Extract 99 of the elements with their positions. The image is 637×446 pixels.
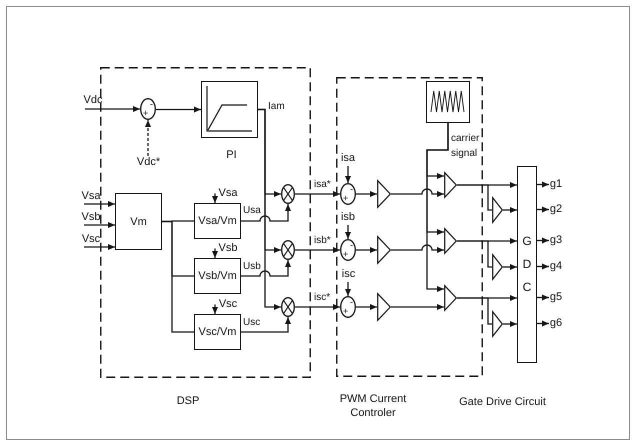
arrow [537, 206, 549, 212]
signal-label: g4 [549, 260, 563, 273]
sign-label: + [343, 250, 348, 259]
signal-label: Vdc* [136, 156, 161, 169]
signal-label: isb [340, 211, 356, 224]
connector-line [162, 220, 194, 333]
arrow [503, 207, 517, 213]
arrow [212, 194, 218, 203]
block-label: PI [225, 148, 238, 162]
carrier-generator-block [426, 81, 470, 123]
signal-label: Vsc [80, 233, 102, 246]
connector-line [457, 297, 492, 325]
arrow [503, 264, 517, 270]
sign-label: + [343, 307, 348, 316]
signal-label: isc [340, 268, 357, 281]
signal-label: g2 [549, 203, 563, 216]
edge-label: Usb [243, 261, 261, 273]
signal-label: Vdc [82, 94, 104, 107]
summing-junction [340, 183, 356, 205]
signal-label: g3 [549, 234, 563, 247]
function-block: Vsc/Vm [194, 314, 241, 350]
summing-junction [340, 239, 356, 261]
arrow [295, 304, 340, 310]
edge-label: Iam [268, 101, 285, 113]
gain-triangle [377, 236, 391, 264]
arrow [537, 320, 549, 326]
sign-label: + [343, 194, 348, 203]
edge-label: isb* [314, 235, 331, 247]
arrow [391, 244, 444, 253]
summing-junction [340, 296, 356, 318]
inverter-triangle [492, 197, 503, 223]
arrow [537, 182, 549, 188]
sign-label: - [350, 298, 353, 307]
function-block: Vm [115, 193, 162, 250]
arrow [537, 238, 549, 244]
arrow [391, 188, 444, 197]
sign-label: - [350, 185, 353, 194]
summing-junction [140, 98, 156, 120]
signal-label: g6 [549, 317, 563, 330]
sign-label: + [143, 109, 148, 118]
group-label: DSP [176, 394, 200, 408]
arrow [356, 304, 377, 310]
arrow [537, 264, 549, 270]
group-label: PWM Current Controler [338, 392, 408, 420]
multiplier-symbol [281, 240, 295, 260]
signal-label: g1 [549, 178, 563, 191]
connector-line [457, 184, 492, 211]
multiplier-symbol [281, 184, 295, 204]
signal-label: Vsb [80, 211, 102, 224]
gain-triangle [377, 180, 391, 208]
block-label: G D C [521, 233, 533, 296]
sign-label: - [350, 241, 353, 250]
arrow [295, 191, 340, 197]
gate-drive-block [517, 166, 537, 363]
signal-label: Vsa [217, 187, 239, 200]
arrow [537, 294, 549, 300]
arrow [356, 247, 377, 253]
comparator-triangle [444, 228, 457, 254]
arrow [241, 317, 291, 333]
signal-label: Vsb [217, 242, 239, 255]
sign-label: - [150, 100, 153, 109]
arrow [241, 204, 291, 222]
arrow [345, 225, 351, 239]
arrow [391, 304, 444, 310]
arrow [426, 123, 449, 292]
signal-label: Vsa [80, 190, 102, 203]
arrow [85, 106, 140, 112]
arrow [212, 248, 218, 258]
signal-label: Vsc [217, 298, 239, 311]
arrow [84, 222, 115, 228]
arrow [356, 191, 377, 197]
arrow [145, 120, 151, 156]
arrow [84, 244, 115, 250]
signal-label: Gate Drive Circuit [458, 395, 547, 409]
arrow [212, 304, 218, 314]
inverter-triangle [492, 311, 503, 337]
arrow [295, 247, 340, 253]
edge-label: Usc [243, 317, 260, 329]
inverter-triangle [492, 254, 503, 280]
signal-label: carrier signal [451, 132, 480, 161]
comparator-triangle [444, 172, 457, 198]
function-block: Vsa/Vm [194, 203, 241, 239]
arrow [241, 260, 291, 277]
multiplier-symbol [281, 297, 295, 317]
arrow [84, 201, 115, 207]
arrow [156, 106, 201, 112]
function-block: Vsb/Vm [194, 258, 241, 294]
signal-label: g5 [549, 291, 563, 304]
edge-label: isc* [314, 292, 330, 304]
gain-triangle [377, 293, 391, 321]
connector-line [457, 240, 492, 268]
edge-label: Usa [243, 205, 261, 217]
edge-label: isa* [314, 179, 331, 191]
signal-label: isa [340, 152, 356, 165]
arrow [258, 108, 281, 310]
arrow [345, 166, 351, 183]
arrow [345, 282, 351, 296]
arrow [503, 321, 517, 327]
comparator-triangle [444, 285, 457, 311]
